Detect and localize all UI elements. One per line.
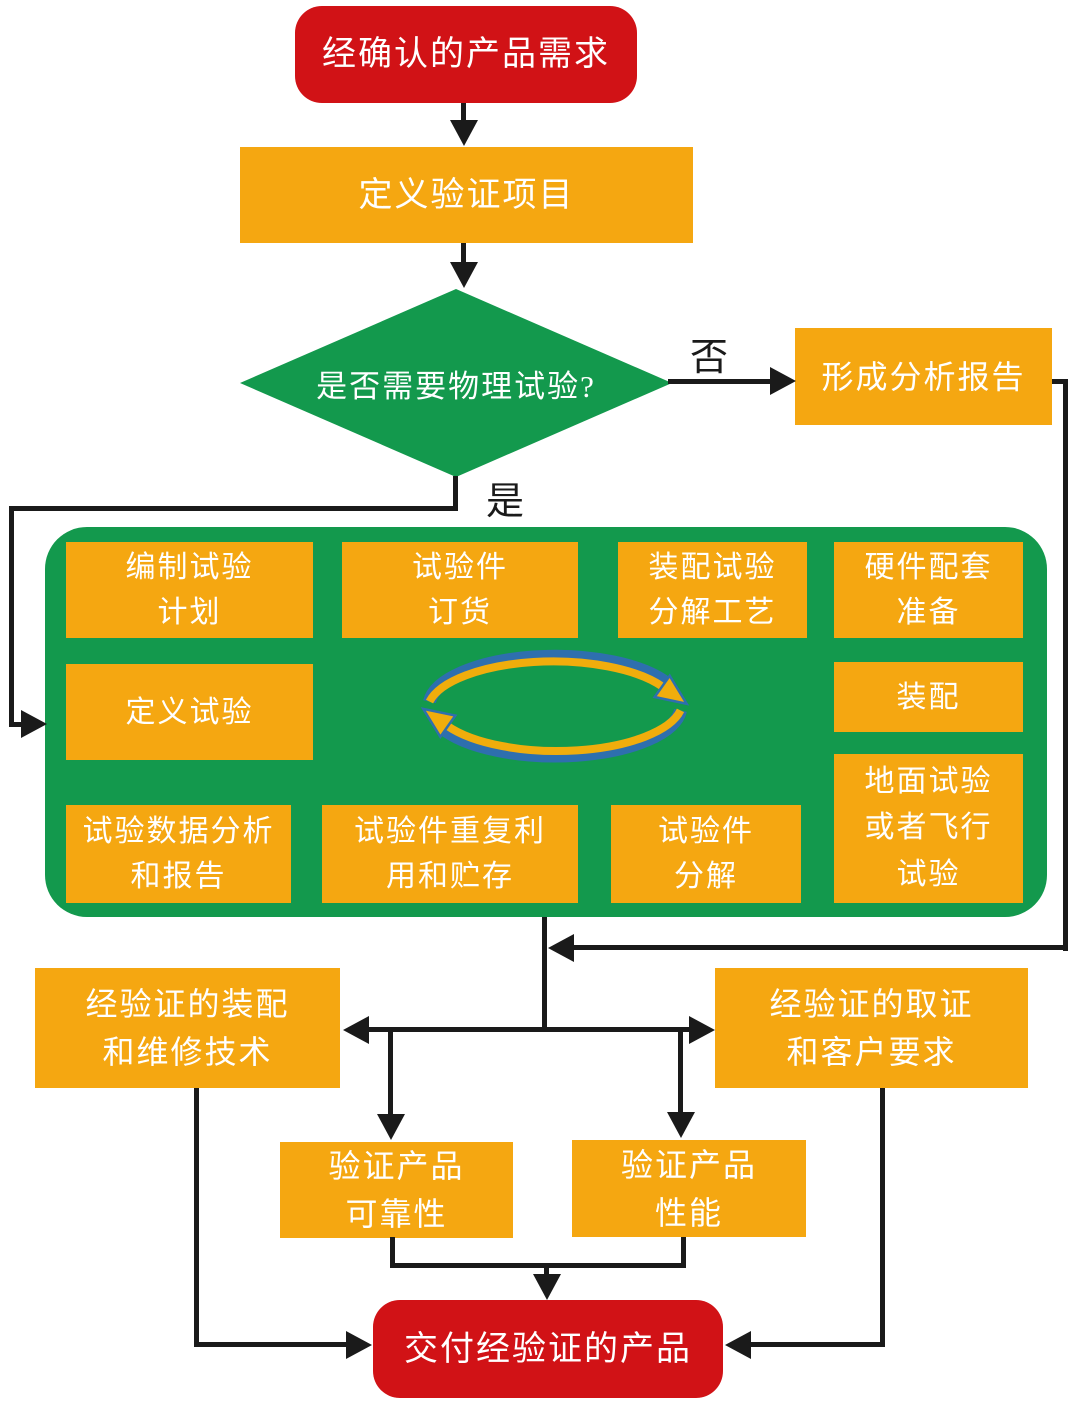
- edge-define-decision: [461, 243, 466, 264]
- edge-drop-performance: [678, 1028, 683, 1114]
- edge-cert-deliver-seg2: [751, 1342, 885, 1347]
- node-test-article-teardown: 试验件 分解: [611, 805, 801, 903]
- edge-assembly-deliver-seg1: [194, 1088, 199, 1347]
- edge-performance-merge: [681, 1237, 686, 1268]
- edge-yes-seg4: [9, 722, 23, 727]
- arrowhead-assembly-deliver: [346, 1331, 372, 1359]
- node-data-analysis-report: 试验数据分析 和报告: [66, 805, 291, 903]
- node-start: 经确认的产品需求: [295, 6, 637, 103]
- arrowhead-cert-deliver: [725, 1331, 751, 1359]
- node-verify-reliability: 验证产品 可靠性: [280, 1142, 513, 1238]
- branch-label-yes: 是: [486, 481, 525, 523]
- node-verify-performance: 验证产品 性能: [572, 1140, 806, 1237]
- edge-start-define: [461, 103, 466, 122]
- edge-merge-drop: [544, 1263, 549, 1276]
- edge-report-seg1: [1052, 379, 1068, 384]
- edge-cert-deliver-seg1: [880, 1088, 885, 1347]
- edge-junction-bar: [367, 1027, 691, 1032]
- arrowhead-junction-right: [689, 1016, 715, 1044]
- decision-diamond: 是否需要物理试验?: [240, 289, 672, 477]
- node-ground-flight-test: 地面试验 或者飞行 试验: [834, 754, 1023, 903]
- node-verified-assembly-repair: 经验证的装配 和维修技术: [35, 968, 340, 1088]
- arrowhead-decision-report: [770, 367, 796, 395]
- edge-drop-reliability: [388, 1028, 393, 1116]
- arrowhead-yes-container: [21, 710, 47, 738]
- arrowhead-merge-deliver: [533, 1274, 561, 1300]
- arrowhead-drop-performance: [667, 1112, 695, 1138]
- node-hardware-prep: 硬件配套 准备: [834, 542, 1023, 638]
- edge-decision-report: [668, 379, 772, 384]
- node-verified-cert-customer: 经验证的取证 和客户要求: [715, 968, 1028, 1088]
- node-assembly: 装配: [834, 662, 1023, 732]
- edge-report-seg3: [572, 945, 1068, 950]
- edge-reliability-merge: [390, 1237, 395, 1268]
- edge-report-seg2: [1063, 379, 1068, 951]
- node-assembly-teardown-process: 装配试验 分解工艺: [618, 542, 807, 638]
- edge-yes-seg1: [453, 476, 458, 511]
- node-test-article-order: 试验件 订货: [342, 542, 578, 638]
- node-deliver: 交付经验证的产品: [373, 1300, 723, 1398]
- edge-container-junction: [542, 917, 547, 1032]
- arrowhead-start-define: [450, 120, 478, 146]
- arrowhead-report-merge: [548, 934, 574, 962]
- arrowhead-drop-reliability: [377, 1114, 405, 1140]
- edge-assembly-deliver-seg2: [194, 1342, 348, 1347]
- arrowhead-junction-left: [343, 1016, 369, 1044]
- node-test-plan: 编制试验 计划: [66, 542, 313, 638]
- node-analysis-report: 形成分析报告: [795, 328, 1052, 425]
- edge-yes-seg3: [9, 506, 14, 727]
- edge-yes-seg2: [9, 506, 458, 511]
- arrowhead-define-decision: [450, 262, 478, 288]
- node-define-test: 定义试验: [66, 664, 313, 760]
- edge-merge-bar: [390, 1263, 686, 1268]
- node-reuse-storage: 试验件重复利 用和贮存: [322, 805, 578, 903]
- branch-label-no: 否: [690, 337, 729, 379]
- node-define-project: 定义验证项目: [240, 147, 693, 243]
- iteration-loop-icon: [420, 649, 690, 763]
